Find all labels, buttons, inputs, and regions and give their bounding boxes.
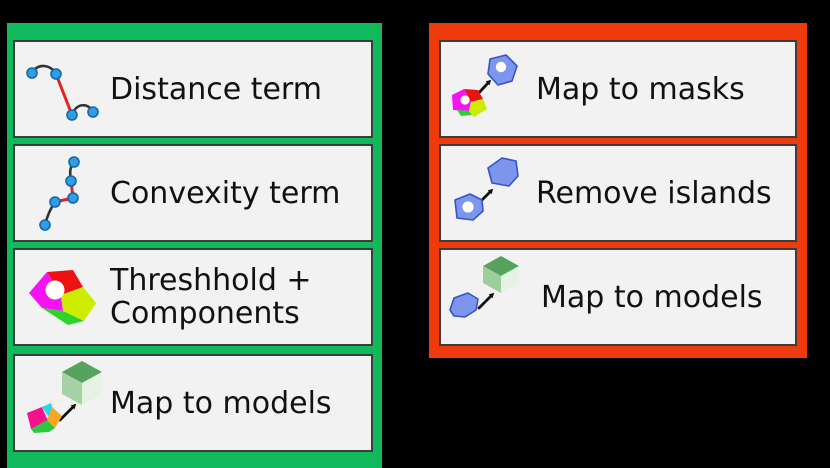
step-label: Remove islands (536, 175, 772, 211)
step-label: Threshhold + Components (110, 263, 312, 331)
step-map-to-models-right: Map to models (439, 248, 797, 346)
step-map-to-masks: Map to masks (439, 40, 797, 138)
map-to-masks-icon (451, 54, 518, 117)
threshold-components-icon (28, 270, 96, 325)
step-threshold-components: Threshhold + Components (13, 248, 373, 346)
icon-cell (15, 264, 110, 330)
step-label: Map to models (110, 385, 332, 421)
icon-cell (15, 152, 110, 234)
icon-cell (441, 254, 541, 340)
icon-cell (15, 54, 110, 124)
map-to-models-icon (27, 361, 102, 433)
step-map-to-models-left: Map to models (13, 354, 373, 452)
components-blob (27, 403, 62, 433)
step-label: Convexity term (110, 175, 341, 211)
step-label: Map to models (541, 279, 763, 315)
step-label: Distance term (110, 71, 322, 107)
model-cube (483, 256, 519, 293)
step-convexity-term: Convexity term (13, 144, 373, 242)
panel-left-green: Distance term Convexity term (7, 23, 382, 468)
step-remove-islands: Remove islands (439, 144, 797, 242)
remove-islands-icon (453, 157, 519, 221)
step-label: Map to masks (536, 71, 745, 107)
panel-right-red: Map to masks Remove islands (429, 23, 807, 358)
components-blob (451, 89, 487, 117)
icon-cell (441, 54, 536, 124)
step-distance-term: Distance term (13, 40, 373, 138)
icon-cell (441, 155, 536, 231)
distance-term-icon (26, 64, 99, 121)
map-to-models-icon (449, 256, 519, 318)
model-cube (62, 361, 102, 405)
icon-cell (15, 357, 110, 449)
convexity-term-icon (38, 156, 80, 231)
